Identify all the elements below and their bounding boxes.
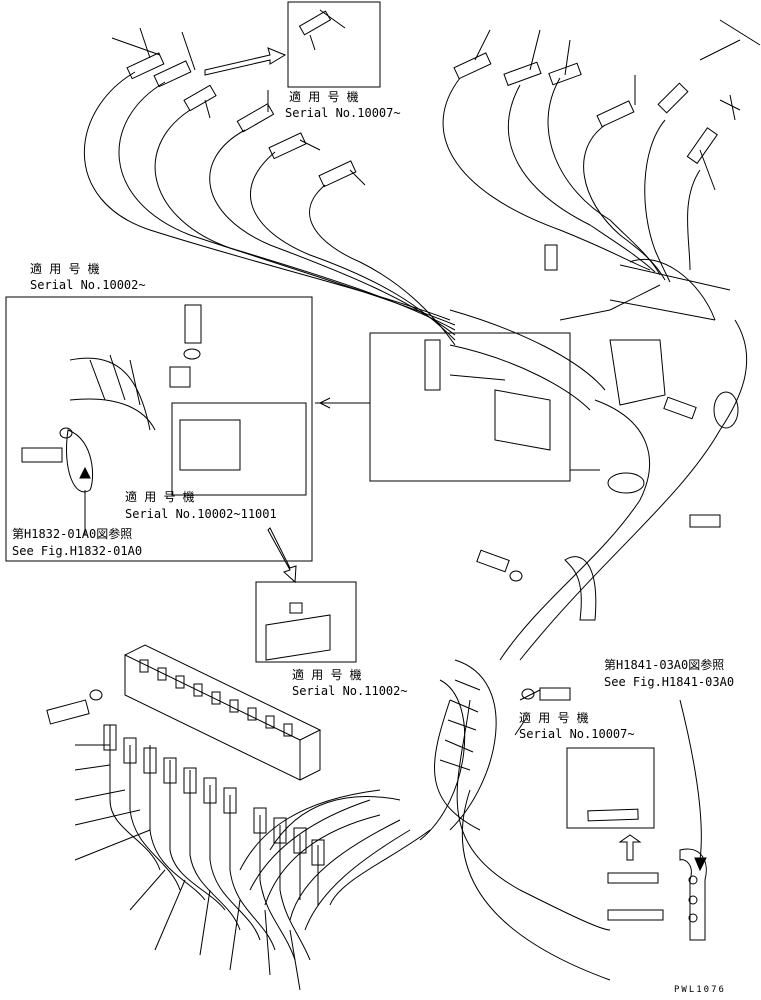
left-inset-box (171, 402, 307, 496)
bottom-right-detail-box (566, 747, 655, 829)
upper-left-hose-bundle (83, 71, 456, 346)
right-fitting-upper (607, 872, 659, 884)
top-serial-jp: 適 用 号 機 (289, 90, 359, 104)
left-detail-box (5, 296, 313, 562)
bottom-hose-bundle (239, 699, 611, 981)
top-serial: Serial No.10007~ (285, 106, 401, 120)
bottom-right-serial-jp: 適 用 号 機 (519, 711, 589, 725)
left-serial: Serial No.10002~ (30, 278, 146, 292)
upper-right-hose-bundle (442, 77, 701, 283)
left-serial-jp: 適 用 号 機 (30, 262, 100, 276)
ref-right-jp: 第H1841-03A0図参照 (604, 658, 725, 672)
right-fitting-lower (607, 909, 664, 921)
top-right-connectors (453, 19, 761, 191)
lower-hose-fittings (103, 724, 325, 866)
bottom-right-serial: Serial No.10007~ (519, 727, 635, 741)
center-bracket-detail-box (369, 332, 571, 482)
small-box-serial: Serial No.11002~ (292, 684, 408, 698)
manifold-fittings (139, 659, 293, 737)
bottom-left-leader-lines (74, 744, 301, 991)
small-bracket-detail-box (255, 581, 357, 663)
drawing-code: PWL1076 (674, 985, 726, 995)
inset-serial-jp: 適 用 号 機 (125, 490, 195, 504)
top-serial-detail-box (287, 1, 381, 88)
top-left-connectors (111, 27, 366, 188)
elbow-fitting (679, 848, 707, 941)
small-box-serial-jp: 適 用 号 機 (292, 668, 362, 682)
inset-serial: Serial No.10002~11001 (125, 507, 277, 521)
ref-left-jp: 第H1832-01A0図参照 (12, 527, 133, 541)
main-protective-tube (449, 258, 748, 661)
ref-right-en: See Fig.H1841-03A0 (604, 675, 735, 689)
lower-hose-stubs (109, 725, 319, 961)
ref-left-en: See Fig.H1832-01A0 (12, 544, 143, 558)
